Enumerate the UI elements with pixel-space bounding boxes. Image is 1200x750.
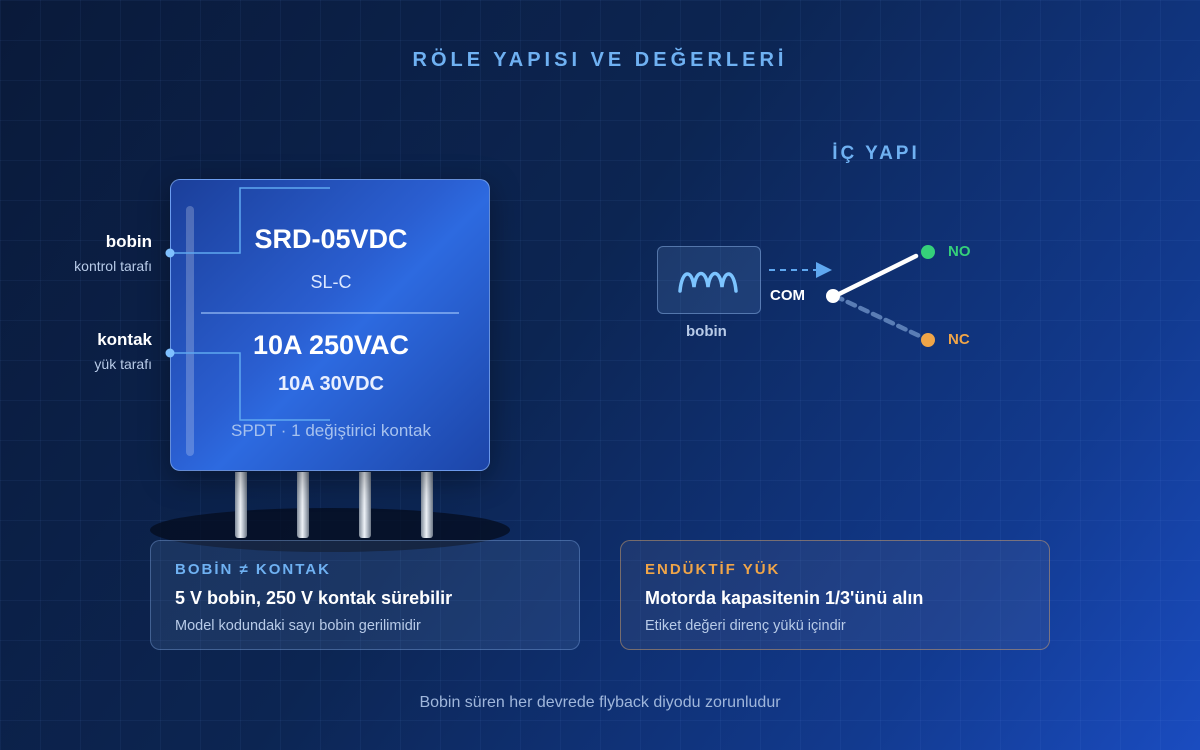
callout-coil-title: bobin xyxy=(105,232,152,251)
actuation-arrow-head xyxy=(816,262,832,278)
relay-pin xyxy=(421,472,433,538)
page-title: RÖLE YAPISI VE DEĞERLERİ xyxy=(412,49,788,71)
callout-contact: kontak yük tarafı xyxy=(2,330,152,372)
relay-pin xyxy=(235,472,247,538)
inductive-load-card: ENDÜKTİF YÜK Motorda kapasitenin 1/3'ünü… xyxy=(620,540,1050,650)
card-headline: 5 V bobin, 250 V kontak sürebilir xyxy=(175,588,453,608)
relay-highlight-bar xyxy=(186,206,194,456)
nc-label: NC xyxy=(948,331,970,348)
relay-divider xyxy=(201,312,459,314)
card-note: Model kodundaki sayı bobin gerilimidir xyxy=(175,618,421,634)
card-note: Etiket değeri direnç yükü içindir xyxy=(645,618,846,634)
relay-body: SRD-05VDC SL-C 10A 250VAC 10A 30VDC SPDT… xyxy=(170,179,490,471)
callout-contact-title: kontak xyxy=(97,330,152,349)
coil-label: bobin xyxy=(686,323,727,340)
callout-contact-subtitle: yük tarafı xyxy=(94,356,152,372)
contact-leader-dot xyxy=(165,348,175,358)
com-pivot xyxy=(826,289,840,303)
no-label: NO xyxy=(948,243,971,260)
relay-shadow xyxy=(150,508,510,552)
relay-pin xyxy=(359,472,371,538)
nc-contact-dot xyxy=(921,333,935,347)
relay-rating-ac: 10A 250VAC xyxy=(252,330,410,360)
callout-coil: bobin kontrol tarafı xyxy=(2,232,152,274)
card-tag: BOBİN ≠ KONTAK xyxy=(175,561,331,578)
relay-model: SRD-05VDC xyxy=(254,224,408,254)
coil-symbol-box xyxy=(657,246,761,314)
coil-leader-line xyxy=(170,187,330,254)
footer-note: Bobin süren her devrede flyback diyodu z… xyxy=(419,694,781,711)
switch-arm xyxy=(832,253,919,299)
no-contact-dot xyxy=(921,245,935,259)
relay-rating-dc: 10A 30VDC xyxy=(278,373,384,395)
relay-pin xyxy=(297,472,309,538)
callout-coil-subtitle: kontrol tarafı xyxy=(74,258,152,274)
card-tag: ENDÜKTİF YÜK xyxy=(645,561,781,578)
relay-series: SL-C xyxy=(310,272,352,292)
internal-structure-title: İÇ YAPI xyxy=(832,143,920,164)
coil-icon xyxy=(678,271,738,293)
coil-leader-dot xyxy=(165,248,175,258)
coil-vs-contact-card: BOBİN ≠ KONTAK 5 V bobin, 250 V kontak s… xyxy=(150,540,580,650)
relay-contact-type: SPDT · 1 değiştirici kontak xyxy=(231,421,431,440)
com-label: COM xyxy=(770,287,805,304)
nc-path xyxy=(832,293,931,343)
contact-leader-line xyxy=(170,352,330,421)
card-headline: Motorda kapasitenin 1/3'ünü alın xyxy=(645,588,924,608)
